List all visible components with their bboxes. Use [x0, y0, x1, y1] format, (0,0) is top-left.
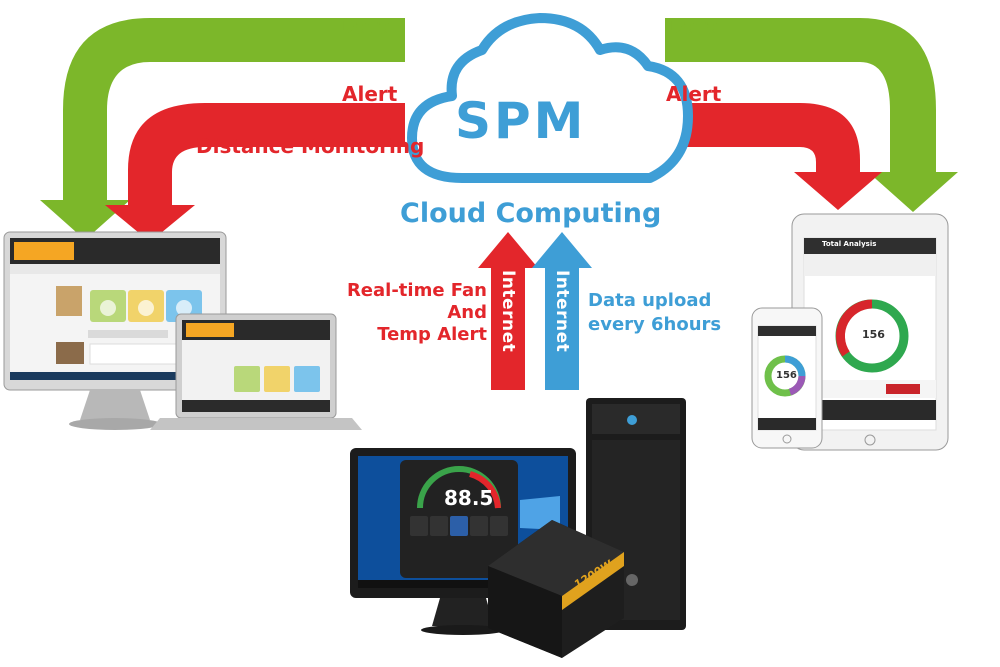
- realtime-alert-line-2: And: [447, 302, 487, 323]
- cloud-subtitle: Cloud Computing: [400, 198, 662, 229]
- left-data-label: Data: [338, 14, 392, 38]
- tablet-header-title: Total Analysis: [822, 240, 877, 248]
- phone-donut-value: 156: [776, 370, 797, 381]
- desktop-gauge-value: 88.5: [444, 486, 494, 510]
- cloud-shape: [407, 13, 693, 183]
- laptop: [150, 313, 362, 430]
- right-data-label: Data: [666, 14, 720, 38]
- alert-arrow-internet-label: Internet: [498, 270, 518, 353]
- alert-uplink-arrow: [478, 232, 538, 390]
- right-data-arrow: [665, 18, 958, 212]
- right-alert-arrow: [665, 103, 882, 210]
- left-data-arrow: [40, 18, 405, 240]
- psu: [488, 520, 624, 658]
- realtime-alert-line-1: Real-time Fan: [346, 280, 487, 301]
- data-upload-line-2: every 6hours: [588, 314, 722, 335]
- cloud-title: SPM: [455, 92, 587, 150]
- data-upload-line-1: Data upload: [588, 290, 712, 311]
- tablet: [791, 213, 949, 451]
- left-alert-arrow: [105, 103, 405, 242]
- center-desktop-monitor: [350, 448, 576, 635]
- right-alert-label: Alert: [666, 82, 722, 106]
- upload-arrow-internet-label: Internet: [552, 270, 572, 353]
- left-desktop-monitor: [3, 231, 227, 430]
- tablet-donut-value: 156: [862, 328, 885, 341]
- distance-monitoring-label: Distance Monitoring: [196, 134, 425, 158]
- realtime-alert-line-3: Temp Alert: [377, 324, 487, 345]
- upload-uplink-arrow: [532, 232, 592, 390]
- smartphone: [751, 307, 823, 449]
- left-alert-label: Alert: [342, 82, 398, 106]
